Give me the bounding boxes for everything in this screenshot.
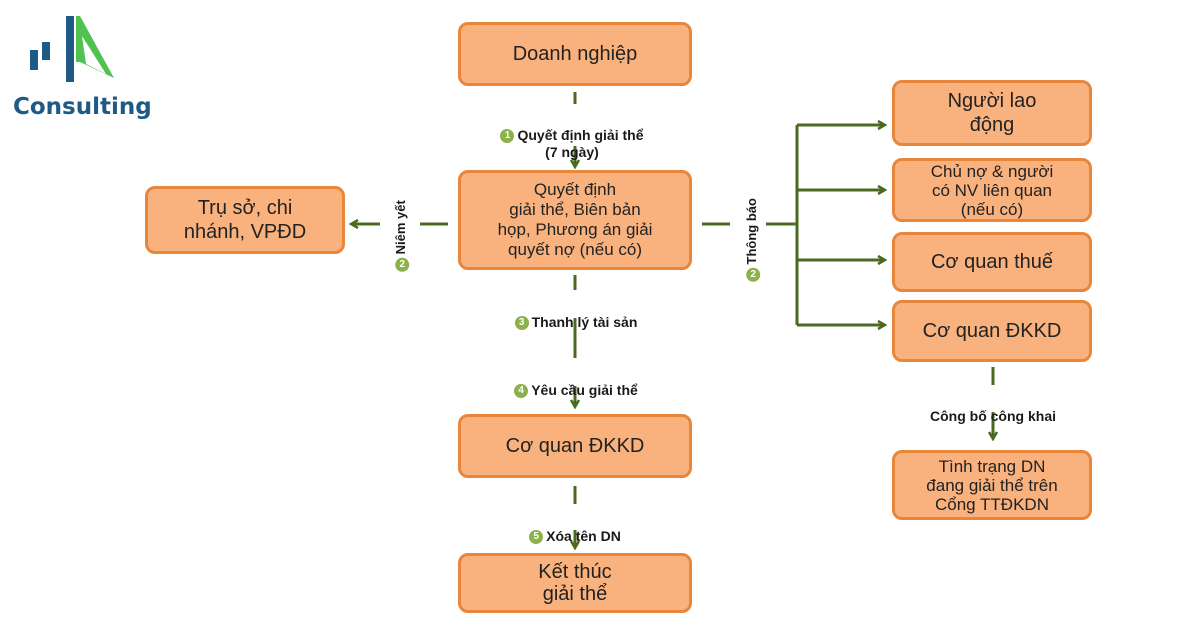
edge-text: Niêm yết [393,200,409,255]
edge-label-step2-right: 2 Thông báo [744,190,760,290]
node-co-quan-dkkd-center: Cơ quan ĐKKD [458,414,692,478]
step-badge: 3 [514,316,529,331]
node-label: Tình trạng DN đang giải thể trên Cổng TT… [926,456,1058,514]
edge-text: Thanh lý tài sản [531,314,638,330]
node-doanh-nghiep: Doanh nghiệp [458,22,692,86]
step-badge: 5 [529,530,544,545]
edge-label-step2-left: 2 Niêm yết [393,191,409,281]
logo-mark-icon [30,16,114,82]
node-label: Cơ quan thuế [930,251,1054,273]
step-badge: 2 [745,267,760,282]
edge-text: Yêu cầu giải thể [531,382,638,398]
logo-text: Consulting [13,94,152,120]
node-label: Doanh nghiệp [512,43,638,65]
node-co-quan-thue: Cơ quan thuế [892,232,1092,292]
node-label: Cơ quan ĐKKD [505,435,645,457]
node-tinh-trang: Tình trạng DN đang giải thể trên Cổng TT… [892,450,1092,520]
node-quyet-dinh: Quyết định giải thể, Biên bản họp, Phươn… [458,170,692,270]
node-chu-no: Chủ nợ & người có NV liên quan (nếu có) [892,158,1092,222]
step-badge: 2 [394,257,409,272]
edge-text: Công bố công khai [930,408,1056,424]
node-tru-so: Trụ sở, chi nhánh, VPĐD [145,186,345,254]
node-label: Kết thúc giải thể [538,561,612,605]
node-ket-thuc: Kết thúc giải thể [458,553,692,613]
node-label: Trụ sở, chi nhánh, VPĐD [183,197,307,243]
edge-text: Quyết định giải thể (7 ngày) [517,127,644,160]
step-badge: 1 [500,129,515,144]
node-label: Cơ quan ĐKKD [922,320,1062,342]
edge-label-cong-bo: Công bố công khai [903,391,1083,425]
node-nguoi-lao-dong: Người lao động [892,80,1092,146]
node-label: Quyết định giải thể, Biên bản họp, Phươn… [497,180,653,259]
node-co-quan-dkkd-right: Cơ quan ĐKKD [892,300,1092,362]
edge-text: Thông báo [744,198,760,265]
node-label: Chủ nợ & người có NV liên quan (nếu có) [930,161,1054,219]
node-label: Người lao động [947,90,1037,136]
edge-text: Xóa tên DN [546,528,621,544]
consulting-logo: Consulting [6,8,156,120]
step-badge: 4 [514,384,529,399]
